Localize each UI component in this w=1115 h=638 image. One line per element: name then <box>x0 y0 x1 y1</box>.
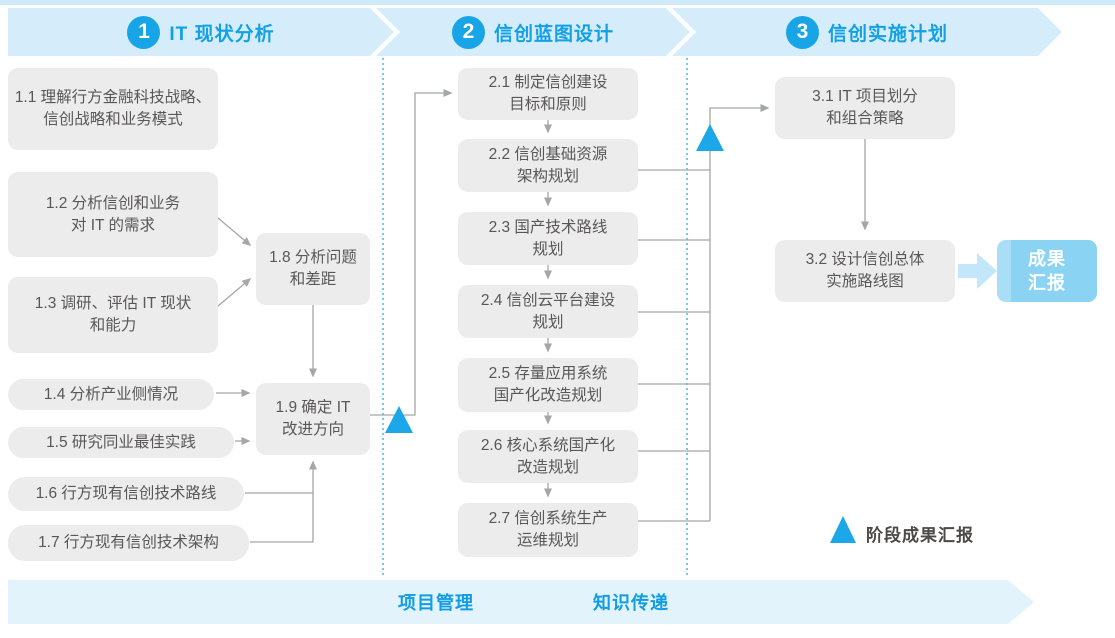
task-box-3-2: 3.2 设计信创总体 实施路线图 <box>775 240 955 302</box>
phase-number-badge-1: 1 <box>127 16 160 49</box>
task-box-1-6: 1.6 行方现有信创技术路线 <box>8 477 244 511</box>
footer-banner: 项目管理 知识传递 <box>8 580 1034 624</box>
task-box-1-4-label: 1.4 分析产业侧情况 <box>43 385 179 403</box>
task-box-3-1: 3.1 IT 项目划分 和组合策略 <box>775 77 955 139</box>
task-box-2-6-label: 2.6 核心系统国产化 改造规划 <box>480 436 616 476</box>
task-box-3-1-label: 3.1 IT 项目划分 和组合策略 <box>812 88 918 127</box>
task-box-1-3-label: 1.3 调研、评估 IT 现状 和能力 <box>34 295 192 334</box>
result-report-box: 成果 汇报 <box>997 240 1097 302</box>
task-box-2-1-label: 2.1 制定信创建设 目标和原则 <box>488 74 608 113</box>
milestone-triangle-phase2 <box>696 124 724 151</box>
task-box-1-3: 1.3 调研、评估 IT 现状 和能力 <box>8 277 218 353</box>
task-box-1-2: 1.2 分析信创和业务 对 IT 的需求 <box>8 172 218 257</box>
result-report-label: 成果 汇报 <box>1028 248 1066 293</box>
footer-label-knowledge-transfer: 知识传递 <box>593 593 669 613</box>
task-box-2-7: 2.7 信创系统生产 运维规划 <box>458 503 638 557</box>
task-box-1-7-label: 1.7 行方现有信创技术架构 <box>38 534 219 551</box>
task-box-1-8: 1.8 分析问题 和差距 <box>256 233 370 305</box>
phase-banner-1: 1 IT 现状分析 <box>8 8 394 56</box>
task-box-1-9: 1.9 确定 IT 改进方向 <box>256 383 370 455</box>
task-box-1-1-label: 1.1 理解行方金融科技战略、 信创战略和业务模式 <box>14 89 212 128</box>
task-box-2-6: 2.6 核心系统国产化 改造规划 <box>458 430 638 483</box>
task-box-2-2: 2.2 信创基础资源 架构规划 <box>458 139 638 192</box>
phase-banner-2: 2 信创蓝图设计 <box>376 8 690 56</box>
task-box-2-7-label: 2.7 信创系统生产 运维规划 <box>488 510 608 549</box>
phase-title-3: 信创实施计划 <box>827 23 948 45</box>
phase-number-badge-3: 3 <box>786 16 819 49</box>
task-box-1-6-label: 1.6 行方现有信创技术路线 <box>35 485 217 502</box>
task-box-2-5: 2.5 存量应用系统 国产化改造规划 <box>458 358 638 412</box>
task-box-3-2-label: 3.2 设计信创总体 实施路线图 <box>805 251 925 290</box>
phase-title-2: 信创蓝图设计 <box>493 23 614 45</box>
task-box-2-4-label: 2.4 信创云平台建设 规划 <box>480 291 616 331</box>
task-box-2-1: 2.1 制定信创建设 目标和原则 <box>458 68 638 120</box>
top-border-strip <box>0 0 1115 5</box>
task-box-1-1: 1.1 理解行方金融科技战略、 信创战略和业务模式 <box>8 68 218 150</box>
legend-label: 阶段成果汇报 <box>866 526 974 545</box>
task-box-1-9-label: 1.9 确定 IT 改进方向 <box>275 399 351 438</box>
task-box-2-3-label: 2.3 国产技术路线 规划 <box>488 218 608 258</box>
task-box-1-7: 1.7 行方现有信创技术架构 <box>8 525 249 561</box>
task-box-1-5-label: 1.5 研究同业最佳实践 <box>46 433 196 451</box>
task-box-1-5: 1.5 研究同业最佳实践 <box>8 427 234 458</box>
task-box-1-4: 1.4 分析产业侧情况 <box>8 379 214 410</box>
task-box-1-2-label: 1.2 分析信创和业务 对 IT 的需求 <box>45 194 181 234</box>
result-fat-arrow <box>958 253 997 289</box>
task-box-2-4: 2.4 信创云平台建设 规划 <box>458 285 638 338</box>
task-box-2-3: 2.3 国产技术路线 规划 <box>458 212 638 265</box>
footer-label-project-management: 项目管理 <box>398 593 474 613</box>
legend-triangle-icon <box>830 516 856 543</box>
task-box-2-5-label: 2.5 存量应用系统 国产化改造规划 <box>488 365 608 404</box>
milestone-triangle-phase1 <box>385 406 413 433</box>
task-box-2-2-label: 2.2 信创基础资源 架构规划 <box>488 145 608 185</box>
phase-banner-3: 3 信创实施计划 <box>672 8 1062 56</box>
task-box-1-8-label: 1.8 分析问题 和差距 <box>269 249 357 288</box>
phase-number-badge-2: 2 <box>452 16 485 49</box>
phase-title-1: IT 现状分析 <box>169 23 275 45</box>
